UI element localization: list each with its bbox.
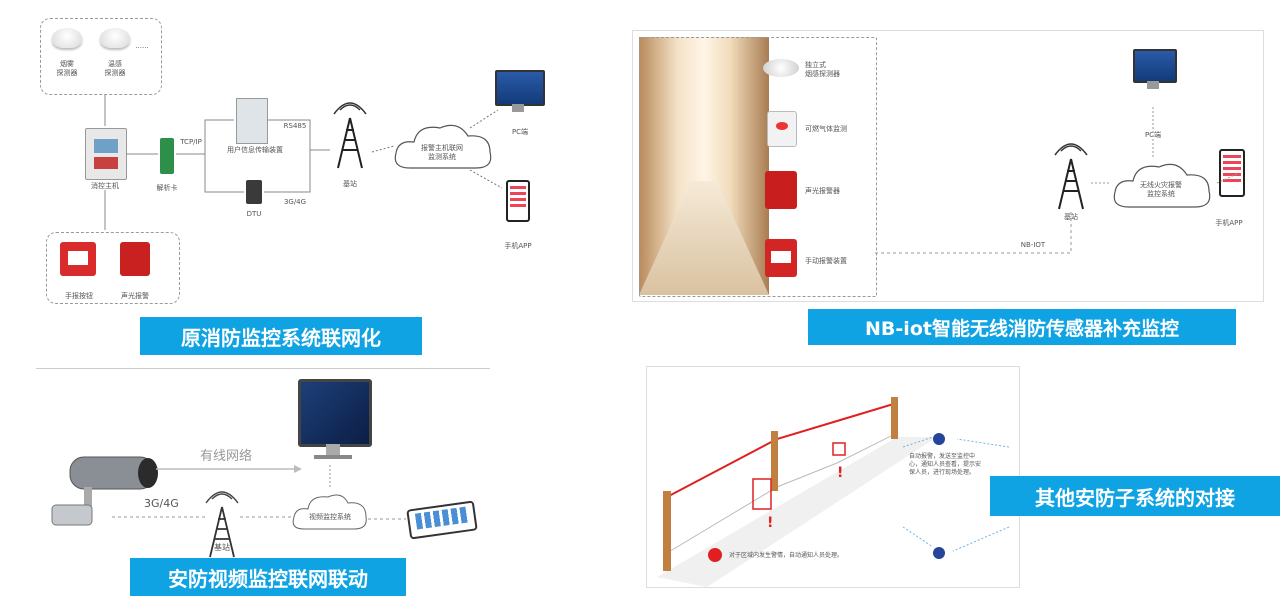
link-3g4g: 3G/4G: [283, 198, 307, 206]
cloud-label: 报警主机联网 监测系统: [421, 144, 463, 161]
converter-icon: [160, 138, 174, 174]
video-basestation-label: 基站: [214, 543, 230, 552]
info-device-icon: [236, 98, 268, 144]
panel1-connectors: [104, 95, 503, 230]
alarm-group: [46, 232, 180, 304]
pc-label: PC端: [511, 128, 529, 136]
sound-light-sensor-icon: [765, 171, 797, 209]
app-label: 手机APP: [504, 242, 532, 250]
cloud-icon: [394, 124, 492, 169]
security-camera-icon: [51, 456, 158, 526]
nb-cloud-icon: [1113, 163, 1211, 208]
manual-alarm-sensor-icon: [765, 239, 797, 277]
video-base-station-icon: [205, 491, 239, 558]
dtu-icon: [246, 180, 262, 204]
panel2-connectors: [875, 105, 1240, 254]
video-cloud-icon: [292, 494, 367, 530]
mobile-network-label: 3G/4G: [144, 497, 179, 510]
nb-base-station-icon: [1054, 143, 1088, 210]
link-tcp: TCP/IP: [180, 138, 202, 146]
panel3-connectors: [112, 465, 406, 520]
svg-text:!: !: [837, 465, 843, 481]
manual-alarm-icon: [60, 242, 96, 276]
panel-fire-monitoring: 烟雾 探测器 温感 探测器 ...... 消控主机 解析卡 TCP/IP 用户信…: [30, 10, 590, 310]
svg-text:!: !: [767, 515, 773, 531]
panel1-title-banner: 原消防监控系统联网化: [140, 317, 422, 355]
smoke-sensor-icon: [763, 59, 799, 77]
wired-network-label: 有线网络: [200, 449, 253, 464]
converter-label: 解析卡: [156, 184, 178, 192]
note1-label: 自动报警，发送至监控中心，通知人员查看，提示安保人员，进行现场处理。: [909, 453, 982, 476]
perimeter-scene: ! !: [657, 397, 1010, 587]
panel-nbiot: 独立式 烟感探测器 可燃气体监测 声光报警器 手动报警装置 基站 无线火灾报警 …: [632, 30, 1264, 302]
pc-monitor-icon: [495, 70, 545, 106]
panel2-title-banner: NB-iot智能无线消防传感器补充监控: [808, 309, 1236, 345]
panel3-title-banner: 安防视频监控联网联动: [130, 558, 406, 596]
panel-other-security: ! ! 自动报警，发送至监控中心，通知人员查看，提示安保人员，进行现场处理。 对…: [646, 366, 1020, 588]
nbiot-link-label: NB-IOT: [1020, 241, 1046, 249]
note2-label: 对于区域内发生警情，自动通知人员处理。: [729, 552, 844, 559]
sensor3-label: 声光报警器: [805, 187, 840, 195]
panel4-title-banner: 其他安防子系统的对接: [990, 476, 1280, 516]
host-label: 消控主机: [91, 182, 119, 190]
phone-app-icon: [506, 180, 530, 222]
link-rs485: RS485: [283, 122, 307, 130]
dtu-label: DTU: [246, 210, 262, 218]
video-cloud-label: 视频监控系统: [309, 513, 351, 521]
sound-light-alarm-icon: [120, 242, 150, 276]
sensor2-label: 可燃气体监测: [805, 125, 847, 133]
sensor1-label: 独立式 烟感探测器: [805, 61, 840, 78]
fire-control-host-icon: [85, 128, 127, 180]
nb-app-label: 手机APP: [1215, 219, 1243, 227]
nb-basestation-label: 基站: [1064, 213, 1078, 221]
detector2-label: 温感 探测器: [104, 60, 126, 77]
basestation-label: 基站: [343, 180, 357, 188]
nb-phone-app-icon: [1219, 149, 1245, 197]
detector-group: [40, 18, 162, 95]
alarm2-label: 声光报警: [121, 292, 149, 300]
smoke-detector-icon: [52, 28, 82, 48]
sensor4-label: 手动报警装置: [805, 257, 847, 265]
sensor-group: [639, 37, 877, 297]
heat-detector-icon: [100, 28, 130, 48]
nb-pc-monitor-icon: [1133, 49, 1177, 83]
dots-label: ......: [135, 42, 149, 50]
base-station-icon: [333, 102, 367, 169]
panel-video: 基站 视频监控系统 有线网络 3G/4G: [36, 368, 490, 569]
nb-cloud-label: 无线火灾报警 监控系统: [1140, 181, 1182, 198]
detector1-label: 烟雾 探测器: [56, 60, 78, 77]
gas-sensor-icon: [767, 111, 797, 147]
alarm1-label: 手报按钮: [65, 292, 93, 300]
device-label: 用户信息传输装置: [227, 146, 283, 154]
